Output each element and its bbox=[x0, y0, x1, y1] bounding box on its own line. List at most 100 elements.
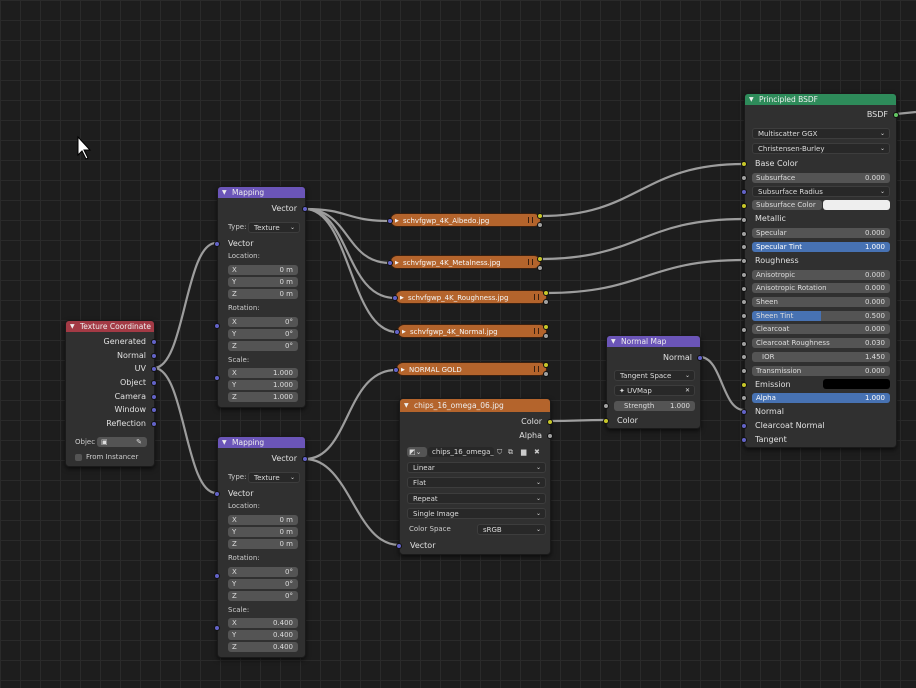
expand-arrow-icon[interactable]: ▶ bbox=[400, 295, 404, 301]
subsurface-method-dropdown[interactable]: Christensen-Burley⌄ bbox=[752, 143, 890, 154]
socket-subsurface[interactable] bbox=[741, 175, 747, 181]
mapping-node-1[interactable]: ▼Mapping Vector Type: Texture⌄ Vector Lo… bbox=[214, 186, 308, 408]
close-icon[interactable]: ✕ bbox=[684, 387, 690, 394]
socket-subsurface-radius[interactable] bbox=[741, 189, 747, 195]
socket-metal-alpha[interactable] bbox=[537, 265, 543, 271]
socket-albedo-vector[interactable] bbox=[387, 218, 393, 224]
socket-specular-tint[interactable] bbox=[741, 244, 747, 250]
interpolation-dropdown[interactable]: Linear⌄ bbox=[407, 462, 546, 473]
collapse-arrow-icon[interactable]: ▼ bbox=[404, 402, 409, 409]
image-node-normal[interactable]: ▶schvfgwp_4K_Normal.jpg bbox=[397, 324, 547, 338]
mapping-node-2[interactable]: ▼Mapping Vector Type: Texture⌄ Vector Lo… bbox=[214, 436, 308, 658]
socket-transmission[interactable] bbox=[741, 368, 747, 374]
distribution-dropdown[interactable]: Multiscatter GGX⌄ bbox=[752, 128, 890, 139]
socket-normal-alpha[interactable] bbox=[543, 333, 549, 339]
image-node-albedo[interactable]: ▶schvfgwp_4K_Albedo.jpg bbox=[390, 213, 541, 227]
socket-vector-in[interactable] bbox=[214, 491, 220, 497]
close-icon[interactable]: ✖ bbox=[534, 448, 540, 456]
socket-gold-vector[interactable] bbox=[393, 367, 399, 373]
socket-color-out[interactable] bbox=[547, 419, 553, 425]
socket-metal-color[interactable] bbox=[537, 256, 543, 262]
socket-object[interactable] bbox=[151, 380, 157, 386]
socket-alpha-out[interactable] bbox=[547, 433, 553, 439]
image-node-normal-gold[interactable]: ▶NORMAL GOLD bbox=[396, 362, 547, 376]
uv-map-field[interactable]: ✦ UVMap✕ bbox=[614, 385, 695, 396]
socket-clearcoat-normal[interactable] bbox=[741, 423, 747, 429]
texture-coordinate-node[interactable]: ▼Texture Coordinate Generated Normal UV … bbox=[65, 320, 157, 467]
image-node-roughness[interactable]: ▶schvfgwp_4K_Roughness.jpg bbox=[395, 290, 547, 304]
socket-rough-alpha[interactable] bbox=[543, 299, 549, 305]
socket-normal[interactable] bbox=[741, 409, 747, 415]
collapse-arrow-icon[interactable]: ▼ bbox=[222, 439, 227, 446]
node-header[interactable]: ▼Normal Map bbox=[607, 336, 700, 347]
socket-uv[interactable] bbox=[151, 366, 157, 372]
folder-icon[interactable]: ▆ bbox=[521, 448, 527, 456]
color-space-dropdown[interactable]: sRGB⌄ bbox=[477, 524, 546, 535]
socket-specular[interactable] bbox=[741, 231, 747, 237]
socket-bsdf-out[interactable] bbox=[893, 112, 899, 118]
socket-scale-in[interactable] bbox=[214, 625, 220, 631]
type-dropdown[interactable]: Texture⌄ bbox=[248, 472, 300, 483]
expand-arrow-icon[interactable]: ▶ bbox=[395, 218, 399, 224]
node-header[interactable]: ▼Texture Coordinate bbox=[66, 321, 154, 332]
collapse-arrow-icon[interactable]: ▼ bbox=[222, 189, 227, 196]
expand-arrow-icon[interactable]: ▶ bbox=[401, 367, 405, 373]
collapse-arrow-icon[interactable]: ▼ bbox=[611, 338, 616, 345]
image-name-field[interactable]: chips_16_omega_... bbox=[428, 447, 494, 457]
socket-roughness[interactable] bbox=[741, 258, 747, 264]
image-node-metalness[interactable]: ▶schvfgwp_4K_Metalness.jpg bbox=[390, 255, 541, 269]
socket-rough-color[interactable] bbox=[543, 290, 549, 296]
node-header[interactable]: ▼Mapping bbox=[218, 187, 305, 198]
socket-metallic[interactable] bbox=[741, 217, 747, 223]
expand-arrow-icon[interactable]: ▶ bbox=[402, 329, 406, 335]
subsurface-color-swatch[interactable] bbox=[823, 200, 890, 210]
socket-albedo-alpha[interactable] bbox=[537, 222, 543, 228]
socket-metal-vector[interactable] bbox=[387, 260, 393, 266]
extension-dropdown[interactable]: Repeat⌄ bbox=[407, 493, 546, 504]
socket-albedo-color[interactable] bbox=[537, 213, 543, 219]
socket-vector-in[interactable] bbox=[214, 241, 220, 247]
socket-base-color[interactable] bbox=[741, 161, 747, 167]
subsurface-radius-dropdown[interactable]: Subsurface Radius⌄ bbox=[752, 186, 890, 197]
socket-window[interactable] bbox=[151, 407, 157, 413]
socket-reflection[interactable] bbox=[151, 421, 157, 427]
socket-vector-out[interactable] bbox=[302, 206, 308, 212]
projection-dropdown[interactable]: Flat⌄ bbox=[407, 477, 546, 488]
object-picker-field[interactable]: ▣✎ bbox=[97, 437, 147, 447]
socket-anisotropic[interactable] bbox=[741, 272, 747, 278]
image-texture-node-chips[interactable]: ▼chips_16_omega_06.jpg Color Alpha ◩⌄ ch… bbox=[396, 398, 553, 555]
shield-icon[interactable]: ⛉ bbox=[497, 448, 503, 456]
collapse-arrow-icon[interactable]: ▼ bbox=[70, 323, 75, 330]
socket-rough-vector[interactable] bbox=[392, 295, 398, 301]
socket-normal[interactable] bbox=[151, 353, 157, 359]
socket-vector-in[interactable] bbox=[396, 543, 402, 549]
expand-arrow-icon[interactable]: ▶ bbox=[395, 260, 399, 266]
socket-rotation-in[interactable] bbox=[214, 323, 220, 329]
source-dropdown[interactable]: Single Image⌄ bbox=[407, 508, 546, 519]
socket-normal-vector[interactable] bbox=[394, 329, 400, 335]
socket-strength-in[interactable] bbox=[603, 403, 609, 409]
socket-color-in[interactable] bbox=[603, 418, 609, 424]
socket-gold-color[interactable] bbox=[543, 362, 549, 368]
